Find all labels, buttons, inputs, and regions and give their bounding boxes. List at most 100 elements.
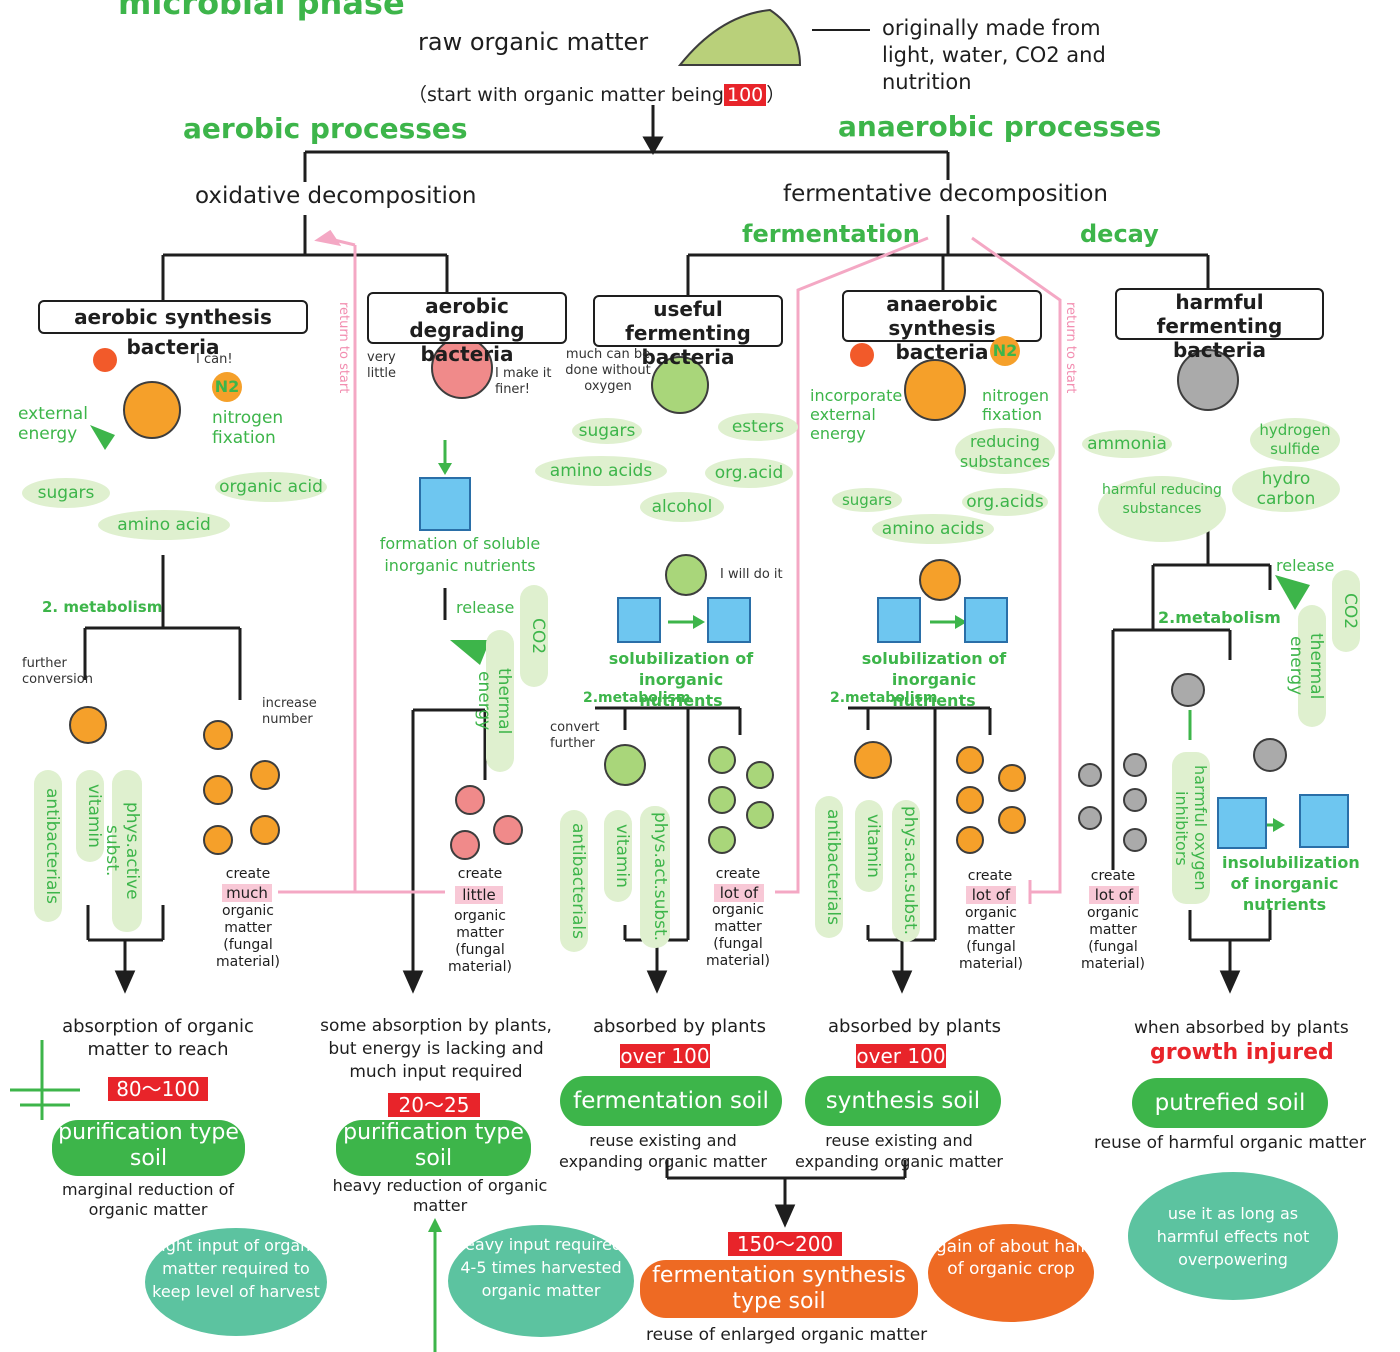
value-badge: over 100 xyxy=(620,1044,710,1068)
amount-little: little xyxy=(455,886,503,904)
very-little-label: very little xyxy=(367,350,397,381)
fermentation-synthesis-soil-pill: fermentation synthesis type soil xyxy=(640,1260,918,1318)
solubilization-label: solubilization of inorganic nutrients xyxy=(861,649,1007,710)
create-label: create xyxy=(457,866,503,882)
org-acids-blob: org.acids xyxy=(962,488,1048,516)
purification-soil-pill: purification type soil xyxy=(336,1120,531,1176)
create-label: create xyxy=(967,868,1013,884)
fermentative-decomposition-label: fermentative decomposition xyxy=(783,181,1108,207)
anaerobic-synthesis-bacteria-box: anaerobic synthesis bacteria xyxy=(842,290,1042,364)
advice-bubble: heavy input required, 4-5 times harveste… xyxy=(448,1225,634,1337)
thermal-energy-label: thermal energy xyxy=(474,630,514,772)
metabolism-label: 2.metabolism xyxy=(830,690,938,706)
org-acid-blob: org.acid xyxy=(705,458,793,488)
reuse-note: reuse existing and expanding organic mat… xyxy=(795,1131,1003,1171)
amino-acids-blob: amino acids xyxy=(535,456,667,486)
create-label: create xyxy=(715,866,761,882)
phys-act-subst-label: phys.act.subst. xyxy=(892,800,920,942)
metabolism-label: 2.metabolism xyxy=(1158,608,1281,627)
aerobic-synthesis-bacteria-box: aerobic synthesis bacteria xyxy=(38,300,308,359)
n2-icon: N2 xyxy=(212,372,242,402)
putrefied-soil-pill: putrefied soil xyxy=(1132,1078,1328,1128)
reducing-substances-blob: reducing substances xyxy=(955,428,1055,474)
fungal-material-label: organic matter (fungal material) xyxy=(448,908,512,975)
oxidative-decomposition-label: oxidative decomposition xyxy=(195,183,477,209)
value-badge: 20～25 xyxy=(388,1093,480,1117)
co2-label: CO2 xyxy=(1332,570,1360,652)
fermentation-label: fermentation xyxy=(742,220,920,248)
organic-acid-blob: organic acid xyxy=(215,472,327,502)
plant-icon xyxy=(10,1040,80,1120)
value-badge: 150～200 xyxy=(728,1232,842,1256)
speech-finer: I make it finer! xyxy=(495,366,552,397)
sun-icon xyxy=(93,348,117,372)
formation-label: formation of soluble inorganic nutrients xyxy=(379,534,541,575)
phys-act-subst-label: phys.act.subst. xyxy=(640,806,670,948)
vitamin-label: vitamin xyxy=(855,800,883,892)
bacteria-characters xyxy=(69,337,1287,860)
harmful-reducing-blob: harmful reducing substances xyxy=(1098,476,1226,542)
solubilization-label: solubilization of inorganic nutrients xyxy=(608,649,754,710)
sun-icon xyxy=(850,343,874,367)
reduction-note: heavy reduction of organic matter xyxy=(332,1176,548,1215)
amount-lot-of: lot of xyxy=(966,886,1016,904)
growth-injured-label: growth injured xyxy=(1150,1040,1334,1065)
reuse-note: reuse of harmful organic matter xyxy=(1094,1133,1366,1153)
metabolism-label: 2.metabolism xyxy=(583,690,691,706)
raw-organic-matter-label: raw organic matter xyxy=(418,28,649,56)
speech-will-do: I will do it xyxy=(720,567,783,582)
fungal-material-label: organic matter (fungal material) xyxy=(216,903,280,970)
beaker-icons xyxy=(419,477,1349,849)
nitrogen-fixation-label: nitrogen fixation xyxy=(982,386,1050,424)
reuse-note: reuse existing and expanding organic mat… xyxy=(559,1131,767,1171)
purification-soil-pill: purification type soil xyxy=(52,1120,245,1176)
value-badge: over 100 xyxy=(856,1044,946,1068)
speech-i-can: I can! xyxy=(196,352,233,367)
absorbed-note: when absorbed by plants xyxy=(1134,1018,1349,1038)
nitrogen-fixation-label: nitrogen fixation xyxy=(212,408,284,448)
esters-blob: esters xyxy=(718,413,798,441)
amino-acids-blob: amino acids xyxy=(872,514,994,544)
further-conversion-label: further conversion xyxy=(22,656,93,687)
value-badge: 80～100 xyxy=(108,1077,208,1101)
create-label: create xyxy=(1090,868,1136,884)
external-energy-label: external energy xyxy=(18,404,88,444)
inhibitors-label: harmful oxygen inhibitors xyxy=(1172,752,1210,904)
gain-bubble: gain of about half of organic crop xyxy=(928,1224,1094,1322)
reuse-note: reuse of enlarged organic matter xyxy=(646,1325,928,1345)
amino-acid-blob: amino acid xyxy=(98,510,230,540)
insolubilization-label: insolubilization of inorganic nutrients xyxy=(1222,853,1360,914)
sugars-blob: sugars xyxy=(832,488,902,512)
return-to-start-label: return to start xyxy=(336,302,351,394)
useful-fermenting-bacteria-box: useful fermenting bacteria xyxy=(593,295,783,369)
hydro-carbon-blob: hydro carbon xyxy=(1232,466,1340,512)
advice-bubble: use it as long as harmful effects not ov… xyxy=(1128,1172,1338,1300)
ammonia-blob: ammonia xyxy=(1082,430,1172,458)
release-label: release xyxy=(456,598,515,617)
increase-number-label: increase number xyxy=(262,696,317,727)
decay-label: decay xyxy=(1080,220,1159,248)
amount-lot-of: lot of xyxy=(714,884,764,902)
fermentation-soil-pill: fermentation soil xyxy=(560,1076,782,1126)
amount-lot-of: lot of xyxy=(1089,886,1139,904)
antibacterials-label: antibacterials xyxy=(560,810,588,952)
organic-matter-pile-icon xyxy=(677,8,802,66)
alcohol-blob: alcohol xyxy=(640,492,724,522)
absorbed-note: absorbed by plants xyxy=(828,1016,1001,1037)
origin-note: originally made from light, water, CO2 a… xyxy=(882,16,1106,94)
sugars-blob: sugars xyxy=(22,478,110,508)
start-value-badge: 100 xyxy=(723,84,767,106)
page-title: microbial phase xyxy=(118,0,405,22)
vitamin-label: vitamin xyxy=(76,770,104,862)
anaerobic-processes-heading: anaerobic processes xyxy=(838,110,1162,143)
antibacterials-label: antibacterials xyxy=(815,796,843,938)
antibacterials-label: antibacterials xyxy=(34,770,62,922)
fungal-material-label: organic matter (fungal material) xyxy=(959,905,1023,972)
n2-icon: N2 xyxy=(990,336,1020,366)
fungal-material-label: organic matter (fungal material) xyxy=(1081,905,1145,972)
incorporate-energy-label: incorporate external energy xyxy=(810,386,903,443)
return-to-start-label: return to start xyxy=(1063,302,1078,394)
create-label: create xyxy=(225,866,271,882)
